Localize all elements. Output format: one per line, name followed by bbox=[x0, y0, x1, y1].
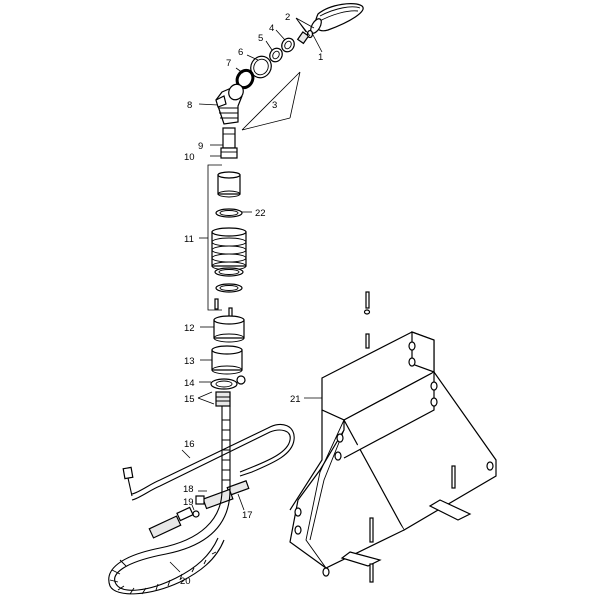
label-13: 13 bbox=[184, 356, 195, 367]
hose-fitting bbox=[197, 391, 231, 407]
label-22: 22 bbox=[255, 208, 266, 219]
connector-sleeve bbox=[269, 47, 283, 63]
label-8: 8 bbox=[187, 100, 192, 111]
mounting-bracket bbox=[289, 291, 497, 583]
label-7: 7 bbox=[226, 58, 231, 69]
flexible-hose bbox=[108, 406, 231, 595]
base-ring bbox=[210, 375, 246, 390]
connection-pipe bbox=[122, 423, 295, 501]
label-12: 12 bbox=[184, 323, 195, 334]
label-15: 15 bbox=[184, 394, 195, 405]
tube-connector bbox=[220, 127, 238, 159]
union-nut bbox=[281, 37, 295, 53]
label-14: 14 bbox=[184, 378, 195, 389]
label-18: 18 bbox=[183, 484, 194, 495]
callout-labels: 1 2 3 4 5 6 7 8 9 10 11 12 13 14 15 16 1… bbox=[180, 12, 323, 587]
label-16: 16 bbox=[184, 439, 195, 450]
label-20: 20 bbox=[180, 576, 191, 587]
sleeve-assembly bbox=[211, 171, 247, 319]
label-10: 10 bbox=[184, 152, 195, 163]
escutcheon-sleeve bbox=[211, 345, 243, 375]
label-3: 3 bbox=[272, 100, 277, 111]
shower-holder-elbow bbox=[215, 83, 244, 125]
cover-sleeve bbox=[213, 315, 245, 343]
label-1: 1 bbox=[318, 52, 323, 63]
label-2: 2 bbox=[285, 12, 290, 23]
label-21: 21 bbox=[290, 394, 301, 405]
label-19: 19 bbox=[183, 497, 194, 508]
rosette-ring bbox=[250, 55, 272, 79]
label-17: 17 bbox=[242, 510, 253, 521]
tee-connector bbox=[202, 480, 250, 510]
label-4: 4 bbox=[269, 23, 274, 34]
label-9: 9 bbox=[198, 141, 203, 152]
hand-shower-head bbox=[310, 3, 364, 34]
label-11: 11 bbox=[184, 234, 194, 245]
check-valve-parts bbox=[296, 29, 314, 45]
filter-and-seal bbox=[192, 495, 205, 518]
label-6: 6 bbox=[238, 47, 243, 58]
label-5: 5 bbox=[258, 33, 263, 44]
